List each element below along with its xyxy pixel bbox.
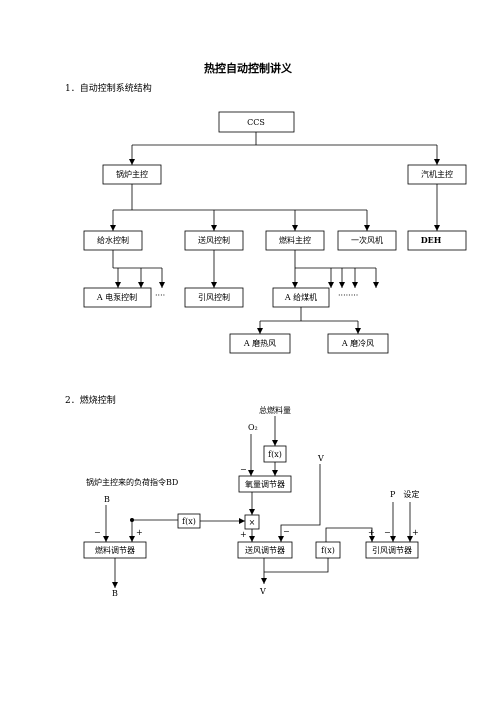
label-v-bottom: V: [259, 587, 266, 596]
combustion-diagram: 总燃料量 O₂ V f(x) 氧量调节器 − 锅炉主控来的负荷指令BD B P …: [83, 405, 419, 598]
section-heading-combustion: 2．燃烧控制: [65, 396, 116, 406]
label-boiler-demand: 锅炉主控来的负荷指令BD: [86, 477, 178, 487]
sign-fuel-minus: −: [94, 528, 101, 537]
label-mill-cold-air: A 磨冷风: [341, 338, 374, 348]
label-oxygen-regulator: 氧量调节器: [245, 479, 285, 489]
label-more-pumps: ····: [155, 291, 165, 300]
arrow-v-to-air: [278, 464, 321, 542]
line-fx-air-feedback: [264, 558, 329, 573]
box-air-regulator: [237, 541, 293, 559]
label-b-bottom: B: [112, 589, 118, 598]
label-feedwater: 给水控制: [97, 235, 129, 245]
sign-air-plus: +: [240, 530, 247, 539]
label-more-feeders: ········: [338, 291, 358, 300]
label-pressure-setpoint: P 设定: [390, 489, 419, 499]
connector-feeder-bus: [260, 307, 358, 322]
label-pump-a: A 电泵控制: [96, 292, 137, 302]
label-mill-hot-air: A 磨热风: [243, 338, 276, 348]
box-induced-regulator: [365, 541, 419, 559]
structure-diagram: CCS 锅炉主控 汽机主控 给水控制 送风控制 燃料主控 一次风机 DEH A …: [83, 111, 467, 354]
junction-demand: [130, 518, 134, 522]
sign-induced-plus-setpoint: +: [412, 528, 419, 537]
label-turbine-master: 汽机主控: [421, 169, 453, 179]
label-b-top: B: [104, 495, 110, 504]
connector-feedwater-bus: [112, 250, 162, 269]
section-heading-structure: 1．自动控制系统结构: [65, 84, 152, 94]
label-induced-regulator: 引风调节器: [372, 546, 412, 555]
label-total-fuel: 总燃料量: [259, 405, 291, 415]
sign-induced-minus: −: [384, 528, 391, 537]
label-forced-draft: 送风控制: [198, 235, 230, 245]
label-multiplier: ×: [249, 518, 256, 527]
label-coal-feeder-a: A 给煤机: [284, 292, 317, 302]
page-title: 热控自动控制讲义: [204, 62, 292, 75]
sign-air-minus: −: [283, 527, 290, 536]
label-fuel-regulator: 燃料调节器: [95, 545, 135, 555]
sign-oxygen-minus: −: [240, 465, 247, 474]
box-oxygen-regulator: [238, 475, 292, 493]
label-induced-draft: 引风控制: [198, 292, 230, 302]
label-fx-air: f(x): [321, 546, 335, 555]
label-boiler-master: 锅炉主控: [116, 169, 148, 179]
box-pump-a: [83, 287, 152, 308]
label-primary-fan: 一次风机: [351, 235, 383, 245]
label-fx-fuel: f(x): [268, 450, 282, 459]
connector-ccs-bus: [132, 132, 437, 146]
connector-fuel-bus: [294, 250, 376, 269]
connector-boiler-bus: [113, 184, 367, 211]
label-v-top: V: [317, 454, 324, 463]
label-o2: O₂: [248, 423, 258, 432]
label-fuel-master: 燃料主控: [279, 235, 311, 245]
label-deh: DEH: [421, 235, 442, 245]
label-air-regulator: 送风调节器: [245, 545, 285, 555]
label-ccs: CCS: [247, 118, 265, 127]
sign-induced-plus: +: [368, 528, 375, 537]
sign-fuel-plus: +: [136, 528, 143, 537]
arrow-fx-to-induced: [325, 527, 375, 542]
label-fx-demand: f(x): [182, 517, 196, 526]
box-ccs: [218, 111, 295, 133]
